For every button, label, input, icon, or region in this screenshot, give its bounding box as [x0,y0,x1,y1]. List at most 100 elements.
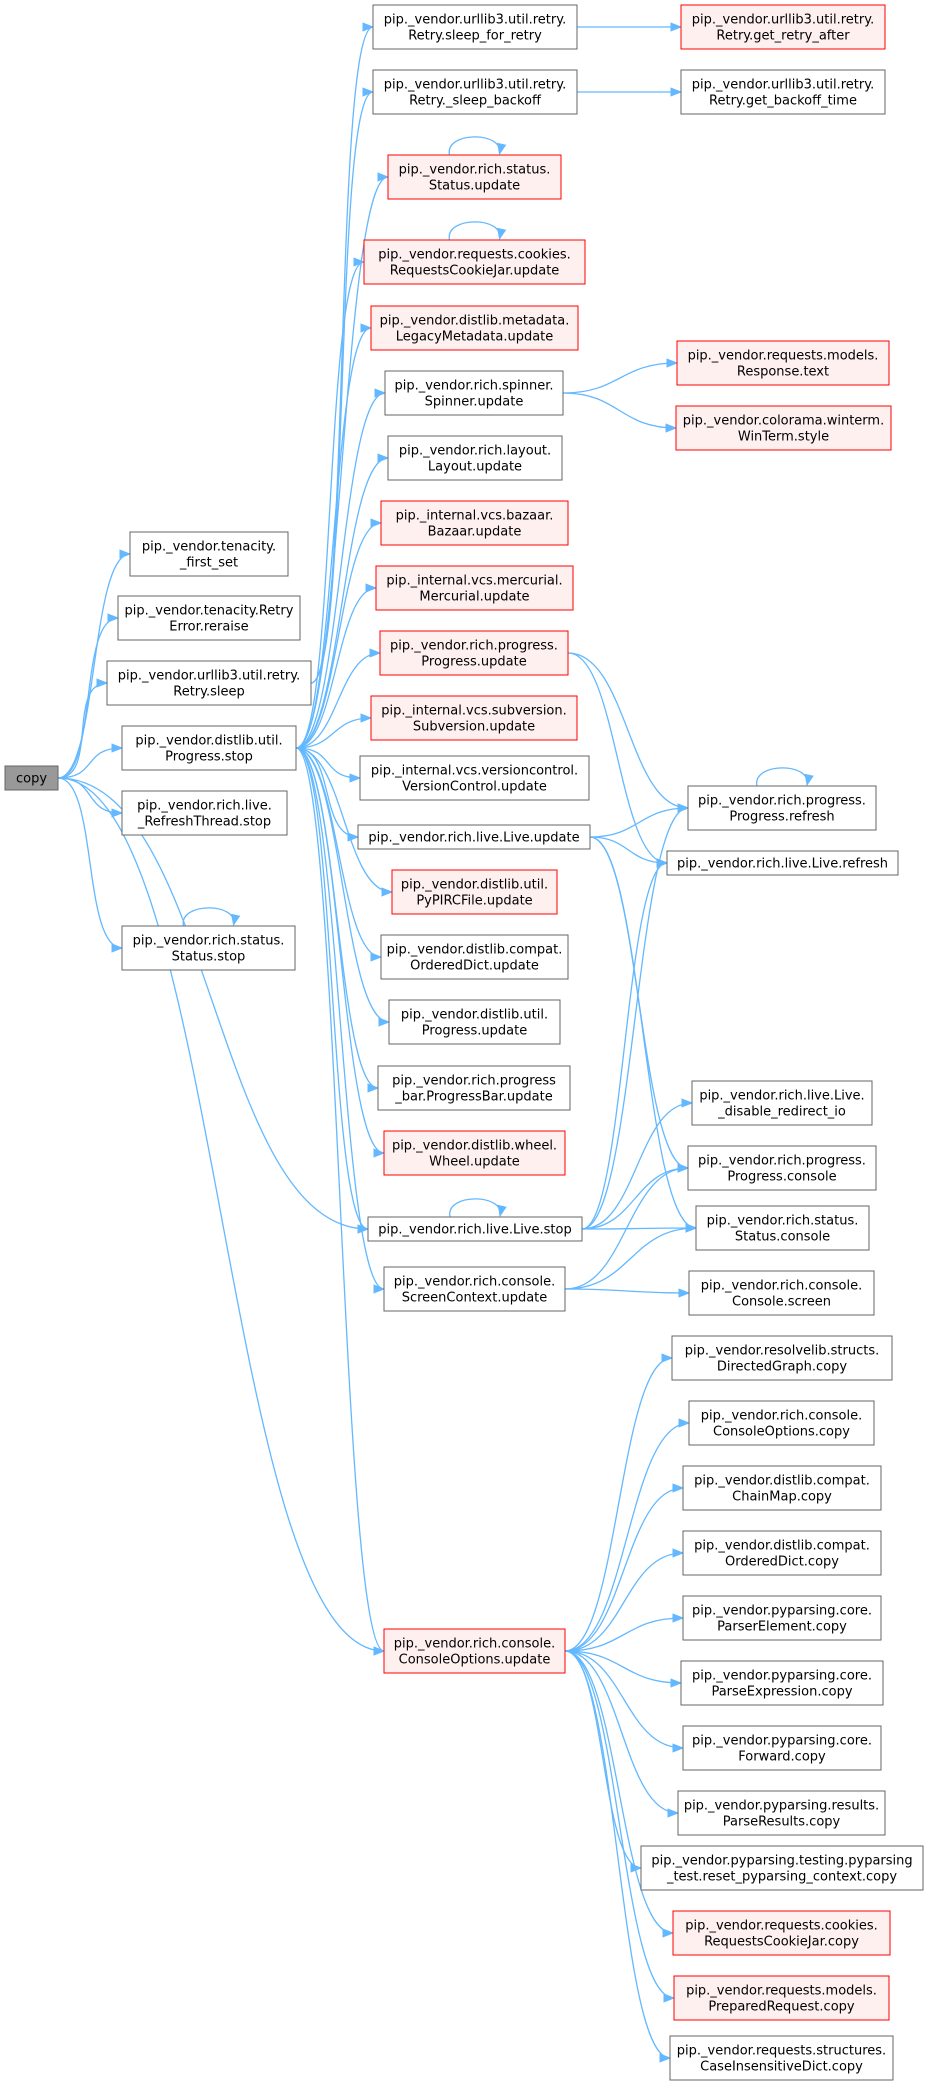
node-box[interactable] [383,1266,566,1312]
node-distlib-progress-stop[interactable]: pip._vendor.distlib.util.Progress.stop [121,725,297,771]
node-vcs-mercurial-update[interactable]: pip._internal.vcs.mercurial.Mercurial.up… [375,565,574,611]
node-distlib-chainmap-copy[interactable]: pip._vendor.distlib.compat.ChainMap.copy [682,1465,882,1511]
node-box[interactable] [367,1216,583,1242]
node-box[interactable] [387,154,562,200]
node-box[interactable] [676,340,890,386]
node-box[interactable] [688,1270,875,1316]
node-requests-caseinsensitivedict-copy[interactable]: pip._vendor.requests.structures.CaseInse… [669,2035,894,2081]
node-rich-progress-refresh[interactable]: pip._vendor.rich.progress.Progress.refre… [687,785,877,831]
node-rich-progressbar-update[interactable]: pip._vendor.rich.progress_bar.ProgressBa… [377,1065,571,1111]
node-box[interactable] [640,1845,924,1891]
node-urllib3-sleep-for-retry[interactable]: pip._vendor.urllib3.util.retry.Retry.sle… [372,4,578,50]
node-box[interactable] [682,1595,882,1641]
node-vcs-versioncontrol-update[interactable]: pip._internal.vcs.versioncontrol.Version… [359,755,590,801]
node-box[interactable] [106,660,312,706]
node-rich-spinner-update[interactable]: pip._vendor.rich.spinner.Spinner.update [384,370,564,416]
node-rich-live-update[interactable]: pip._vendor.rich.live.Live.update [357,824,591,850]
node-distlib-pypirc-update[interactable]: pip._vendor.distlib.util.PyPIRCFile.upda… [391,869,558,915]
node-box[interactable] [370,305,579,351]
node-rich-consoleoptions-copy[interactable]: pip._vendor.rich.console.ConsoleOptions.… [688,1400,875,1446]
node-pyparsing-parseexpression-copy[interactable]: pip._vendor.pyparsing.core.ParseExpressi… [680,1660,884,1706]
node-box[interactable] [673,1975,890,2021]
node-box[interactable] [687,785,877,831]
node-requests-response-text[interactable]: pip._vendor.requests.models.Response.tex… [676,340,890,386]
node-pyparsing-forward-copy[interactable]: pip._vendor.pyparsing.core.Forward.copy [682,1725,882,1771]
node-box[interactable] [4,765,59,791]
node-box[interactable] [363,239,586,285]
node-resolvelib-directedgraph-copy[interactable]: pip._vendor.resolvelib.structs.DirectedG… [671,1335,893,1381]
node-box[interactable] [682,1725,882,1771]
node-rich-live-refreshthread-stop[interactable]: pip._vendor.rich.live._RefreshThread.sto… [121,790,288,836]
node-distlib-metadata-update[interactable]: pip._vendor.distlib.metadata.LegacyMetad… [370,305,579,351]
node-box[interactable] [682,1530,882,1576]
node-rich-live-stop[interactable]: pip._vendor.rich.live.Live.stop [367,1216,583,1242]
node-box[interactable] [380,934,569,980]
node-box[interactable] [387,435,563,481]
node-vcs-subversion-update[interactable]: pip._internal.vcs.subversion.Subversion.… [370,695,578,741]
node-box[interactable] [383,1130,566,1176]
node-box[interactable] [671,1335,893,1381]
node-box[interactable] [669,2035,894,2081]
node-box[interactable] [677,1790,886,1836]
node-distlib-progress-update[interactable]: pip._vendor.distlib.util.Progress.update [388,999,561,1045]
node-box[interactable] [375,565,574,611]
node-box[interactable] [121,790,288,836]
node-box[interactable] [129,531,289,577]
node-urllib3-retry-sleep[interactable]: pip._vendor.urllib3.util.retry.Retry.sle… [106,660,312,706]
node-box[interactable] [383,1628,566,1674]
node-box[interactable] [379,630,569,676]
node-box[interactable] [359,755,590,801]
node-urllib3-get-backoff-time[interactable]: pip._vendor.urllib3.util.retry.Retry.get… [680,69,886,115]
node-rich-live-disable-redirect-io[interactable]: pip._vendor.rich.live.Live._disable_redi… [691,1080,873,1126]
node-rich-status-update[interactable]: pip._vendor.rich.status.Status.update [387,154,562,200]
node-requests-cookiejar-update[interactable]: pip._vendor.requests.cookies.RequestsCoo… [363,239,586,285]
node-root[interactable]: copy [4,765,59,791]
node-box[interactable] [680,69,886,115]
node-box[interactable] [675,405,892,451]
node-box[interactable] [372,69,578,115]
node-box[interactable] [357,824,591,850]
node-distlib-ordereddict-copy[interactable]: pip._vendor.distlib.compat.OrderedDict.c… [682,1530,882,1576]
node-box[interactable] [384,370,564,416]
node-box[interactable] [117,595,301,641]
node-box[interactable] [391,869,558,915]
node-colorama-winterm-style[interactable]: pip._vendor.colorama.winterm.WinTerm.sty… [675,405,892,451]
node-tenacity-first-set[interactable]: pip._vendor.tenacity._first_set [129,531,289,577]
node-rich-console-screen[interactable]: pip._vendor.rich.console.Console.screen [688,1270,875,1316]
node-box[interactable] [370,695,578,741]
node-rich-status-stop[interactable]: pip._vendor.rich.status.Status.stop [121,925,296,971]
node-pyparsing-parserelement-copy[interactable]: pip._vendor.pyparsing.core.ParserElement… [682,1595,882,1641]
node-rich-layout-update[interactable]: pip._vendor.rich.layout.Layout.update [387,435,563,481]
node-pyparsing-testing-reset-copy[interactable]: pip._vendor.pyparsing.testing.pyparsing_… [640,1845,924,1891]
node-requests-cookiejar-copy[interactable]: pip._vendor.requests.cookies.RequestsCoo… [672,1910,891,1956]
node-requests-preparedrequest-copy[interactable]: pip._vendor.requests.models.PreparedRequ… [673,1975,890,2021]
node-box[interactable] [672,1910,891,1956]
node-box[interactable] [687,1145,877,1191]
node-urllib3-sleep-backoff[interactable]: pip._vendor.urllib3.util.retry.Retry._sl… [372,69,578,115]
node-rich-progress-update[interactable]: pip._vendor.rich.progress.Progress.updat… [379,630,569,676]
node-box[interactable] [388,999,561,1045]
node-rich-progress-console[interactable]: pip._vendor.rich.progress.Progress.conso… [687,1145,877,1191]
node-distlib-wheel-update[interactable]: pip._vendor.distlib.wheel.Wheel.update [383,1130,566,1176]
node-box[interactable] [680,4,886,50]
node-rich-screencontext-update[interactable]: pip._vendor.rich.console.ScreenContext.u… [383,1266,566,1312]
node-box[interactable] [691,1080,873,1126]
node-rich-consoleoptions-update[interactable]: pip._vendor.rich.console.ConsoleOptions.… [383,1628,566,1674]
node-box[interactable] [680,1660,884,1706]
node-distlib-ordereddict-update[interactable]: pip._vendor.distlib.compat.OrderedDict.u… [380,934,569,980]
node-box[interactable] [372,4,578,50]
node-box[interactable] [666,850,899,876]
node-box[interactable] [121,725,297,771]
node-box[interactable] [695,1205,870,1251]
node-rich-status-console[interactable]: pip._vendor.rich.status.Status.console [695,1205,870,1251]
node-box[interactable] [121,925,296,971]
node-pyparsing-parseresults-copy[interactable]: pip._vendor.pyparsing.results.ParseResul… [677,1790,886,1836]
node-rich-live-refresh[interactable]: pip._vendor.rich.live.Live.refresh [666,850,899,876]
node-box[interactable] [688,1400,875,1446]
node-box[interactable] [682,1465,882,1511]
node-urllib3-get-retry-after[interactable]: pip._vendor.urllib3.util.retry.Retry.get… [680,4,886,50]
node-vcs-bazaar-update[interactable]: pip._internal.vcs.bazaar.Bazaar.update [380,500,569,546]
node-box[interactable] [377,1065,571,1111]
node-box[interactable] [380,500,569,546]
